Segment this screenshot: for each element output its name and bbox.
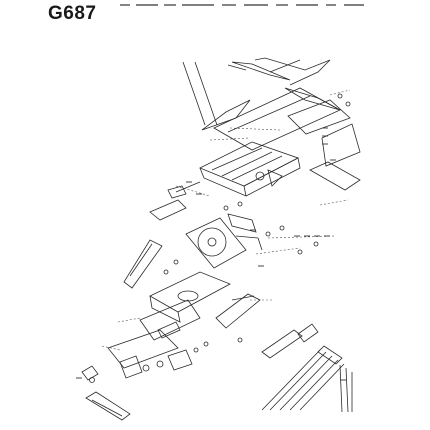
rip-fence-assembly: [182, 57, 341, 131]
blade-and-guard: [185, 213, 263, 269]
rear-rail: [213, 87, 361, 191]
cropped-header-line: [120, 4, 364, 6]
miter-gauge: [149, 181, 201, 221]
table-top: [199, 141, 301, 197]
stand-legs: [261, 323, 353, 413]
model-number: G687: [48, 3, 97, 24]
side-panel-left: [123, 239, 163, 289]
hardware-screws: [163, 93, 351, 353]
base-assembly: [107, 329, 193, 379]
motor-housing: [139, 271, 261, 341]
part-callout-marks: [76, 127, 346, 381]
push-stick: [81, 365, 131, 421]
